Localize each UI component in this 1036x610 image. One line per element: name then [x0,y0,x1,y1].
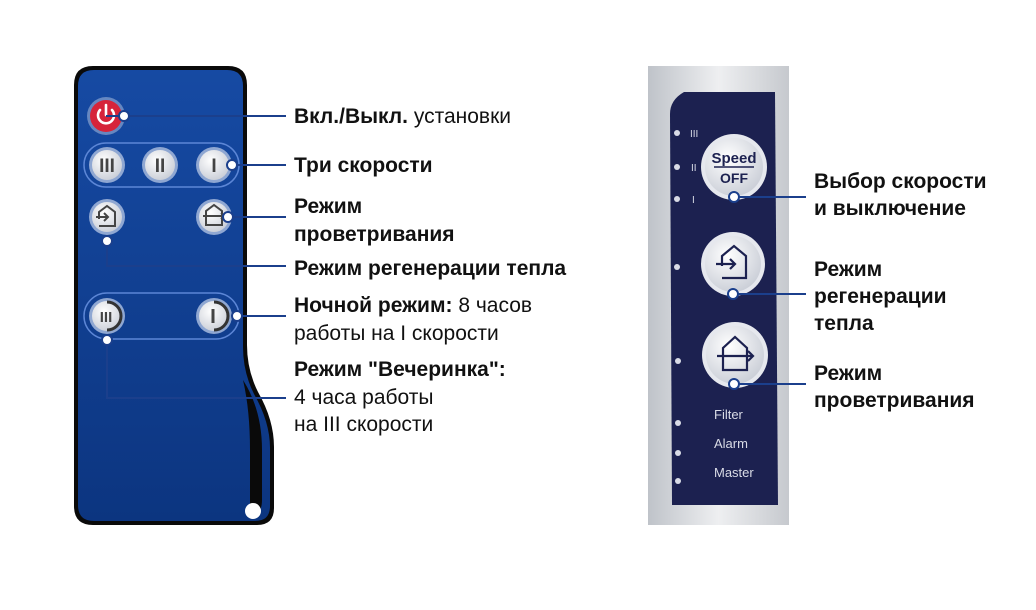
speed-1-label: I [211,156,216,177]
label-panel-heat-line1: Режим [814,258,883,281]
indicator-speed-1: I [692,195,695,206]
panel-ventilation-button[interactable] [702,322,768,388]
panel-speed-off-button[interactable]: Speed OFF [701,134,767,200]
night-button[interactable] [196,298,232,334]
label-party-line3: на III скорости [294,413,434,436]
label-heat-recovery: Режим регенерации тепла [294,257,567,280]
ventilation-button[interactable] [196,199,232,235]
panel-leader-lines [733,196,806,385]
label-power: Вкл./Выкл. установки [294,104,511,129]
label-power-rest: установки [407,105,511,128]
speed-2-button[interactable]: II [142,147,178,183]
status-filter: Filter [714,407,744,422]
speed-3-button[interactable]: III [89,147,125,183]
label-speed-select-line1: Выбор скорости [814,170,987,193]
remote-control: III II I [74,66,274,525]
label-panel-heat-line3: тепла [814,312,874,335]
label-party-line2: 4 часа работы [294,386,434,409]
power-icon [96,103,116,125]
label-panel-vent-line1: Режим [814,362,883,385]
speed-1-button[interactable]: I [196,147,232,183]
status-alarm: Alarm [714,436,748,451]
party-button[interactable]: III [89,298,125,334]
label-night-line2: работы на I скорости [294,322,499,345]
panel-leds [674,130,681,484]
label-night-line1: Ночной режим: 8 часов [294,293,532,318]
heat-recovery-button[interactable] [89,199,125,235]
wall-panel: III II I Speed OFF [648,66,789,525]
remote-side-strip [243,380,262,518]
svg-text:III: III [100,309,113,326]
label-power-bold: Вкл./Выкл. [294,105,408,128]
speed-2-label: II [155,156,166,177]
label-panel-heat-line2: регенерации [814,285,947,308]
night-icon [211,300,230,332]
party-icon: III [100,300,123,332]
remote-face [78,70,270,521]
panel-leader-dots [727,191,740,390]
panel-heat-recovery-icon [716,244,748,280]
panel-heat-recovery-button[interactable] [701,232,765,296]
label-night-rest: 8 часов [452,294,533,317]
remote-leader-dots [101,110,243,346]
label-ventilation-line2: проветривания [294,223,455,246]
heat-recovery-icon [96,204,116,227]
speed-button-bottom: OFF [720,170,748,186]
status-master: Master [714,465,754,480]
remote-hole [245,503,261,519]
speed-3-label: III [99,156,115,177]
label-panel-vent-line2: проветривания [814,389,975,412]
speed-button-top: Speed [711,150,756,167]
indicator-speed-3: III [690,129,698,140]
label-night-bold: Ночной режим: [294,294,453,317]
panel-ventilation-icon [717,335,755,372]
label-speed-select-line2: и выключение [814,197,966,220]
label-speeds: Три скорости [294,154,433,177]
indicator-speed-2: II [691,163,697,174]
label-party-line1: Режим "Вечеринка": [294,358,506,381]
label-ventilation-line1: Режим [294,195,363,218]
